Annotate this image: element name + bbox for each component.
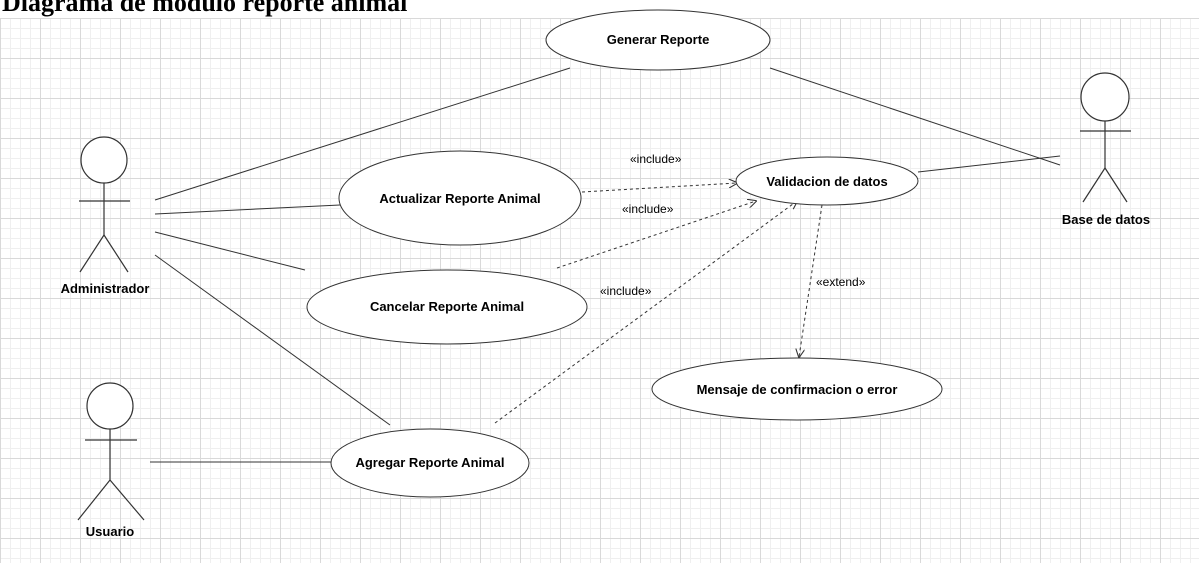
use-case-mensaje-confirmacion[interactable]: Mensaje de confirmacion o error [651,357,943,421]
actor-left-leg [79,234,105,273]
include-agregar-validacion [494,201,797,424]
use-case-generar-reporte[interactable]: Generar Reporte [545,9,771,71]
assoc-admin-actualizar [154,204,341,215]
actor-head [86,382,134,430]
assoc-validacion-db [917,155,1061,173]
extend-mensaje-validacion [799,204,823,357]
page-title: Diagrama de modulo reporte animal [2,0,408,17]
actor-left-leg [1082,167,1106,203]
actor-administrador[interactable] [79,136,130,273]
actor-right-leg [109,479,145,521]
include-actualizar-validacion [581,183,737,193]
use-case-cancelar-reporte-animal[interactable]: Cancelar Reporte Animal [306,269,588,345]
use-case-validacion-de-datos[interactable]: Validacion de datos [735,156,919,206]
use-case-actualizar-reporte-animal[interactable]: Actualizar Reporte Animal [338,150,582,246]
use-case-label: Actualizar Reporte Animal [379,191,540,206]
use-case-label: Generar Reporte [607,32,710,47]
actor-head [1080,72,1130,122]
actor-label-usuario: Usuario [86,524,134,539]
use-case-label: Mensaje de confirmacion o error [697,382,898,397]
assoc-admin-agregar [154,254,391,426]
actor-head [80,136,128,184]
actor-label-base-de-datos: Base de datos [1062,212,1150,227]
include-label-cancelar: «include» [622,202,674,216]
assoc-admin-generar [154,67,571,201]
actor-base-de-datos[interactable] [1080,72,1131,203]
use-case-agregar-reporte-animal[interactable]: Agregar Reporte Animal [330,428,530,498]
include-cancelar-validacion [556,201,756,269]
actor-usuario[interactable] [77,382,145,521]
include-label-agregar: «include» [600,284,652,298]
assoc-generar-db [769,67,1061,166]
use-case-label: Cancelar Reporte Animal [370,299,524,314]
actor-right-leg [103,234,129,273]
grid-background [0,18,1199,563]
use-case-label: Agregar Reporte Animal [355,455,504,470]
extend-label-mensaje: «extend» [816,275,866,289]
assoc-admin-cancelar [154,231,306,271]
actor-label-administrador: Administrador [61,281,150,296]
actor-right-leg [1104,167,1128,203]
use-case-label: Validacion de datos [766,174,887,189]
actor-left-leg [77,479,111,521]
include-label-actualizar: «include» [630,152,682,166]
